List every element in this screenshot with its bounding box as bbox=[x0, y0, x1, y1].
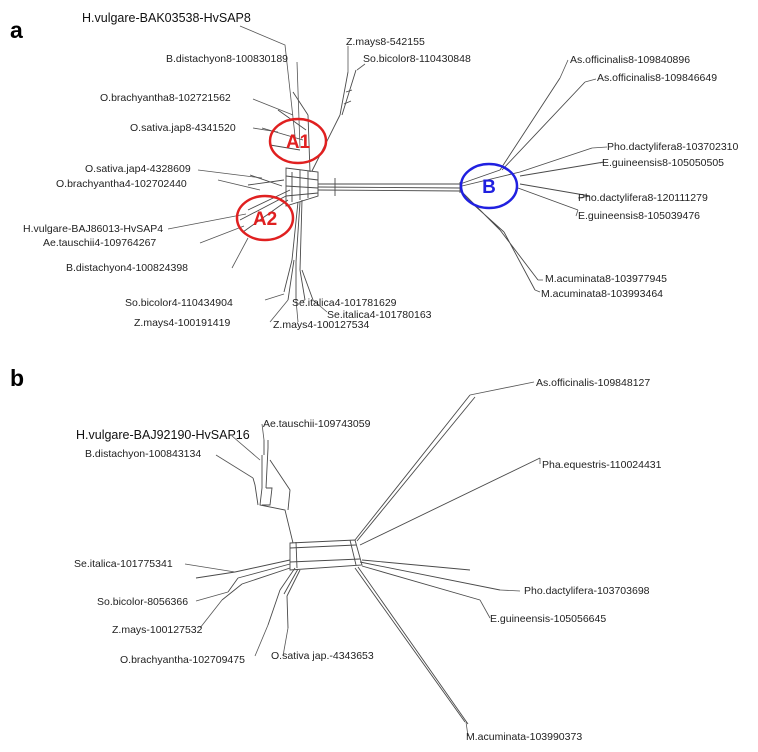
taxon-label: Se.italica-101775341 bbox=[74, 558, 173, 570]
taxon-label: E.guineensis-105056645 bbox=[490, 613, 606, 625]
taxon-label: As.officinalis-109848127 bbox=[536, 377, 650, 389]
clade-a2-circle bbox=[235, 194, 295, 242]
panel-a-label: a bbox=[10, 17, 23, 43]
taxon-label: O.brachyantha8-102721562 bbox=[100, 92, 231, 104]
taxon-label: As.officinalis8-109846649 bbox=[597, 72, 717, 84]
taxon-label: H.vulgare-BAK03538-HvSAP8 bbox=[82, 11, 251, 25]
taxon-label: O.sativa jap.-4343653 bbox=[271, 650, 374, 662]
taxon-label: E.guineensis8-105039476 bbox=[578, 210, 700, 222]
taxon-label: Ae.tauschii-109743059 bbox=[263, 418, 371, 430]
taxon-label: Pho.dactylifera-103703698 bbox=[524, 585, 650, 597]
panel-b-network-edges bbox=[195, 394, 541, 725]
clade-a2-label: A2 bbox=[253, 209, 277, 230]
taxon-label: Z.mays8-542155 bbox=[346, 36, 425, 48]
taxon-label: M.acuminata8-103993464 bbox=[541, 288, 663, 300]
panel-b-taxon-labels: H.vulgare-BAJ92190-HvSAP16 Ae.tauschii-1… bbox=[74, 377, 662, 743]
taxon-label: O.sativa.jap4-4328609 bbox=[85, 163, 191, 175]
taxon-label: So.bicolor4-110434904 bbox=[125, 297, 233, 309]
taxon-label: O.sativa.jap8-4341520 bbox=[130, 122, 236, 134]
clade-marker-b: B bbox=[459, 162, 519, 210]
taxon-label: Pho.dactylifera8-103702310 bbox=[607, 141, 739, 153]
taxon-label: As.officinalis8-109840896 bbox=[570, 54, 690, 66]
clade-a1-label: A1 bbox=[286, 132, 311, 153]
taxon-label: Se.italica4-101780163 bbox=[327, 309, 432, 321]
taxon-label: Z.mays4-100191419 bbox=[134, 317, 230, 329]
taxon-label: Z.mays-100127532 bbox=[112, 624, 203, 636]
taxon-label: M.acuminata-103990373 bbox=[466, 731, 582, 743]
taxon-label: O.brachyantha-102709475 bbox=[120, 654, 245, 666]
taxon-label: O.brachyantha4-102702440 bbox=[56, 178, 187, 190]
taxon-label: Pho.dactylifera8-120111279 bbox=[578, 192, 708, 204]
panel-a-taxon-labels: H.vulgare-BAK03538-HvSAP8 B.distachyon8-… bbox=[23, 11, 739, 331]
panel-a: a bbox=[10, 11, 739, 331]
clade-a1-circle bbox=[268, 117, 328, 165]
panel-a-leader-lines bbox=[167, 25, 608, 323]
taxon-label: E.guineensis8-105050505 bbox=[602, 157, 724, 169]
taxon-label: M.acuminata8-103977945 bbox=[545, 273, 667, 285]
panel-a-network-edges bbox=[239, 69, 605, 301]
taxon-label: Ae.tauschii4-109764267 bbox=[43, 237, 156, 249]
panel-b-label: b bbox=[10, 365, 24, 391]
taxon-label: H.vulgare-BAJ86013-HvSAP4 bbox=[23, 223, 163, 235]
taxon-label: Pha.equestris-110024431 bbox=[542, 459, 662, 471]
taxon-label: So.bicolor-8056366 bbox=[97, 596, 188, 608]
taxon-label: Se.italica4-101781629 bbox=[292, 297, 397, 309]
taxon-label: B.distachyon4-100824398 bbox=[66, 262, 188, 274]
clade-b-label: B bbox=[482, 177, 496, 198]
clade-marker-a1: A1 bbox=[268, 117, 328, 165]
taxon-label: B.distachyon8-100830189 bbox=[166, 53, 288, 65]
clade-marker-a2: A2 bbox=[235, 194, 295, 242]
panel-b: b bbox=[10, 365, 662, 743]
taxon-label: So.bicolor8-110430848 bbox=[363, 53, 471, 65]
panel-b-leader-lines bbox=[184, 381, 541, 737]
taxon-label: H.vulgare-BAJ92190-HvSAP16 bbox=[76, 428, 250, 442]
taxon-label: B.distachyon-100843134 bbox=[85, 448, 201, 460]
clade-b-circle bbox=[459, 162, 519, 210]
taxon-label: Z.mays4-100127534 bbox=[273, 319, 369, 331]
